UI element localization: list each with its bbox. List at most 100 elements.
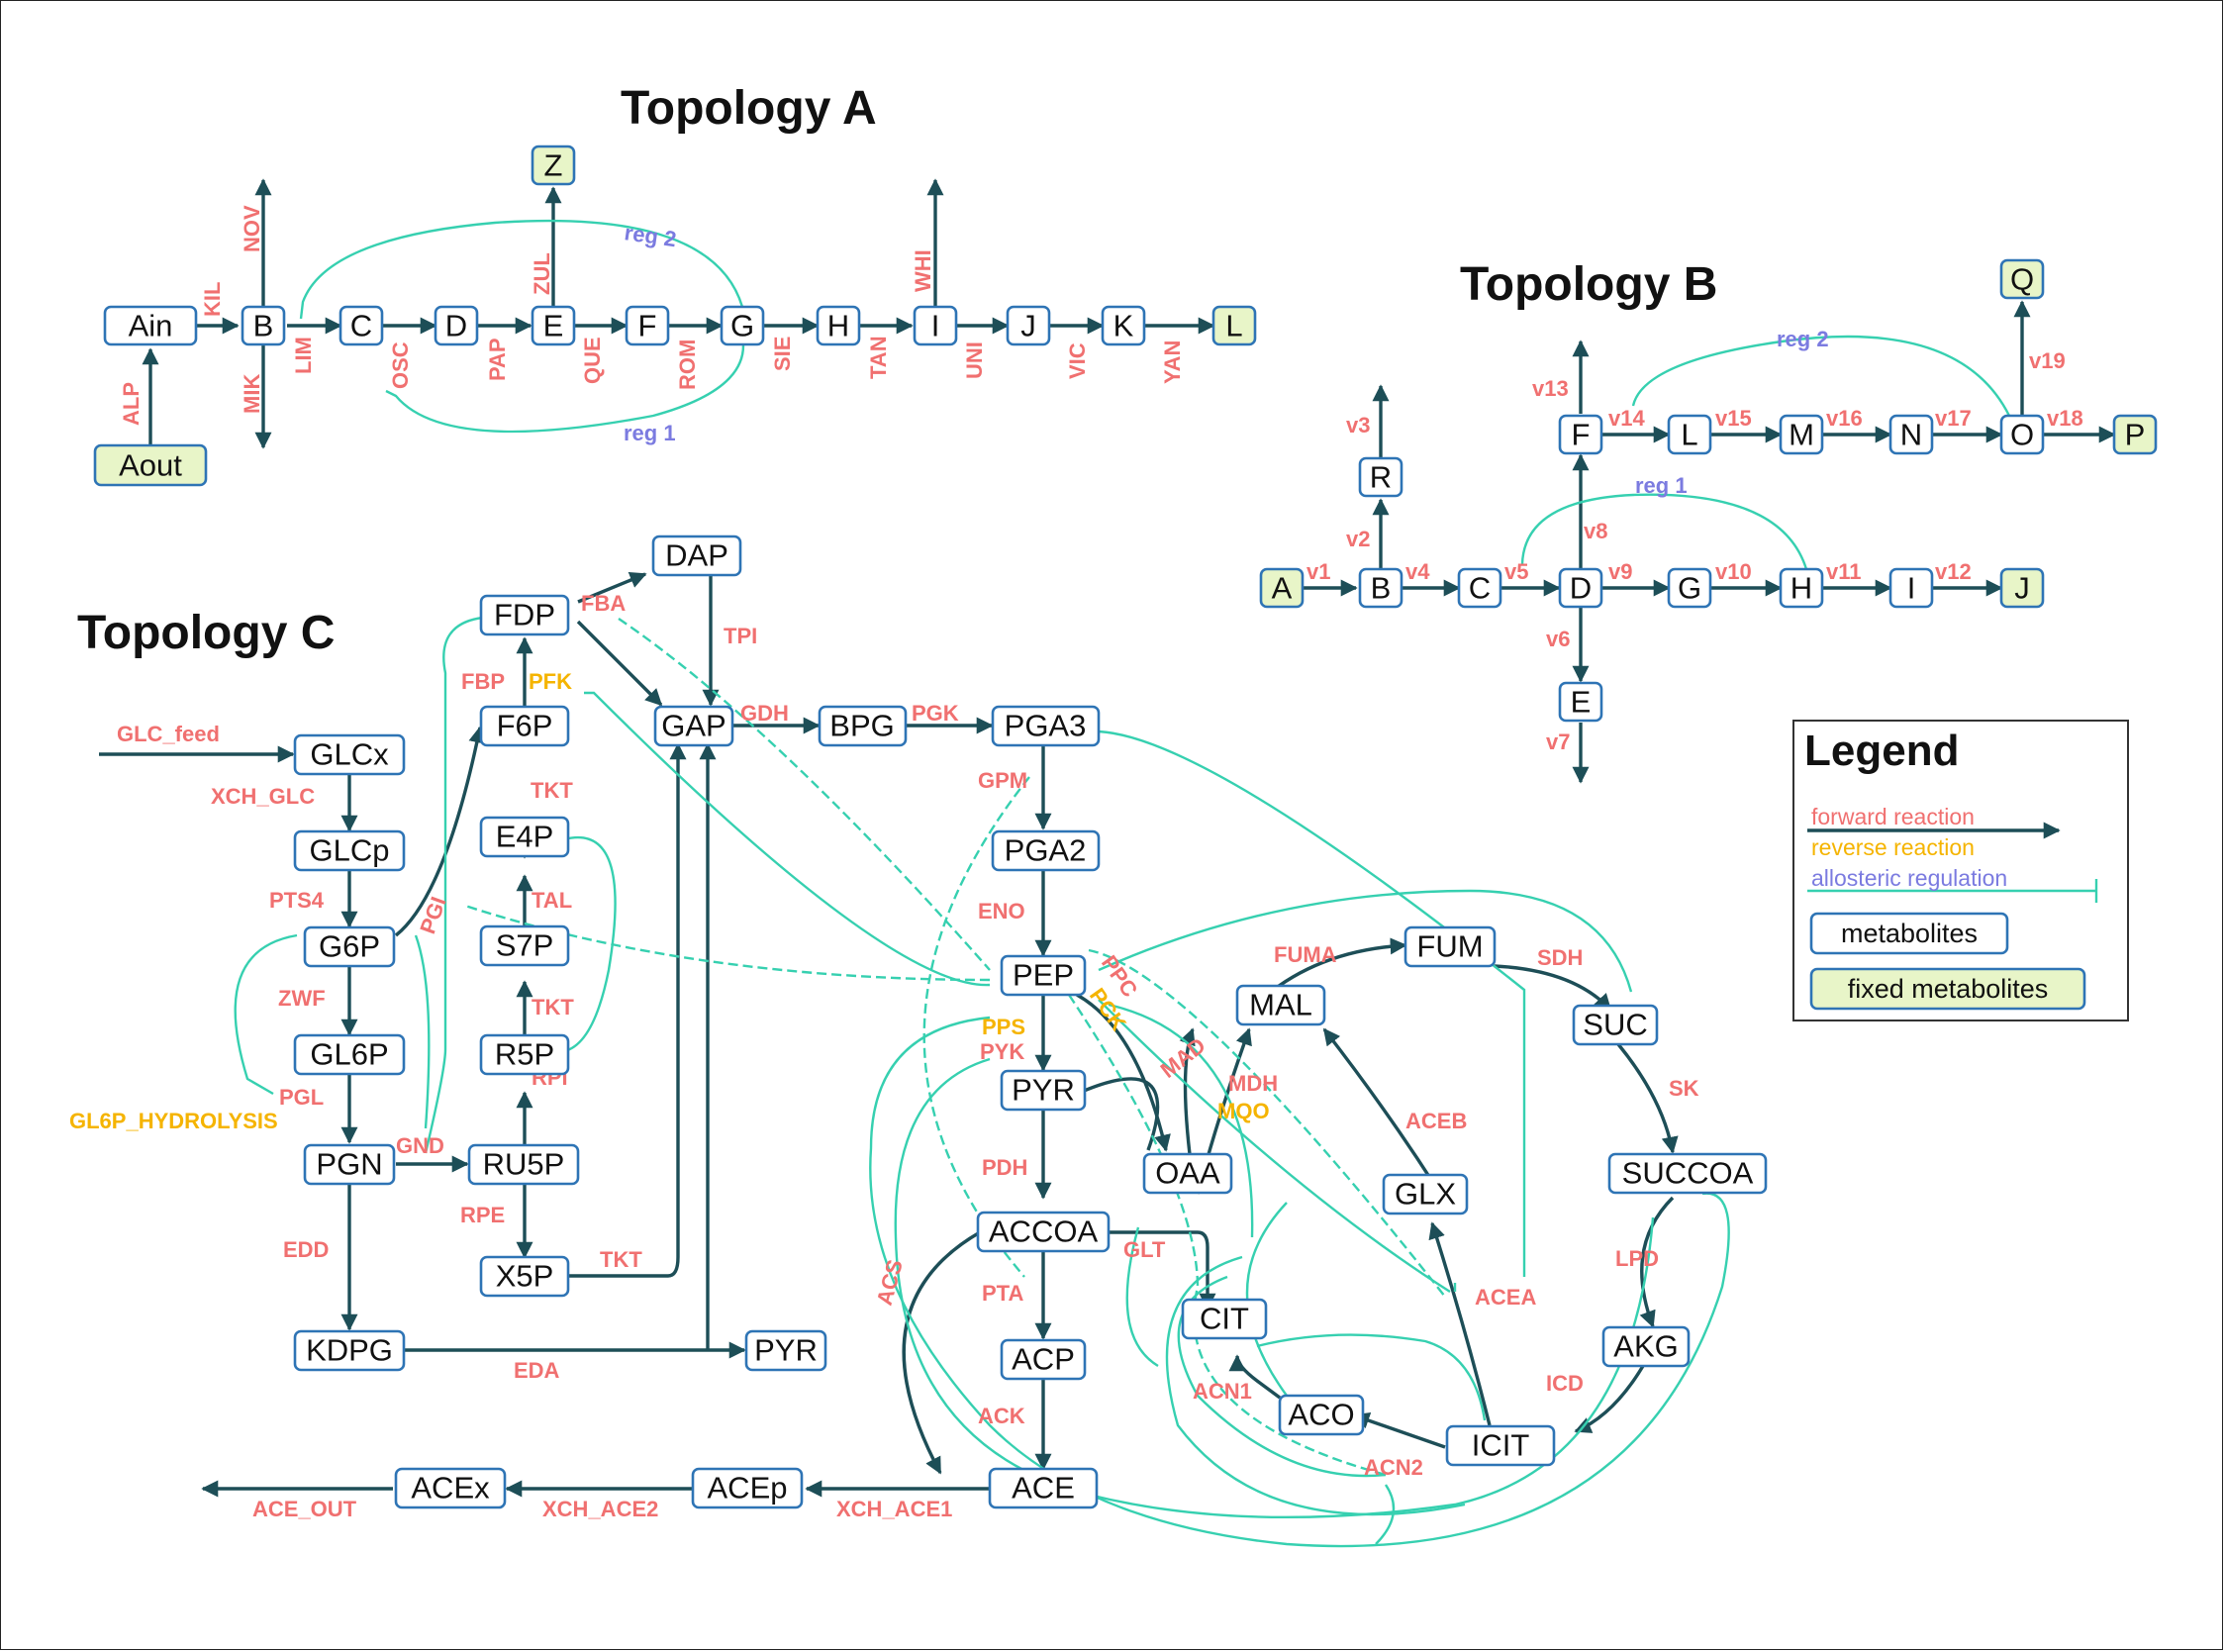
svg-text:PYK: PYK xyxy=(980,1039,1024,1064)
legend: Legend forward reaction reverse reaction… xyxy=(1792,720,2129,1021)
node-b-p[interactable]: P xyxy=(2112,414,2158,455)
svg-text:H: H xyxy=(827,309,849,343)
svg-text:MDH: MDH xyxy=(1228,1071,1278,1096)
svg-text:GLC_feed: GLC_feed xyxy=(117,722,220,746)
node-b-i[interactable]: I xyxy=(1888,567,1934,609)
svg-text:J: J xyxy=(1020,309,1036,343)
node-akg[interactable]: AKG xyxy=(1601,1325,1691,1368)
svg-text:v16: v16 xyxy=(1826,406,1863,431)
node-acp[interactable]: ACP xyxy=(1000,1338,1087,1381)
node-pyr[interactable]: PYR xyxy=(1000,1069,1087,1112)
node-ace[interactable]: ACE xyxy=(988,1467,1099,1509)
node-acep[interactable]: ACEp xyxy=(691,1467,804,1509)
svg-text:TKT: TKT xyxy=(600,1247,642,1272)
node-f6p[interactable]: F6P xyxy=(479,705,570,747)
topology-c-nodes[interactable]: DAP FDP F6P GAP BPG PGA3 GLCx GLCp G6P E… xyxy=(293,534,1768,1509)
node-k[interactable]: K xyxy=(1101,305,1146,346)
svg-text:ROM: ROM xyxy=(675,340,700,390)
node-fum[interactable]: FUM xyxy=(1403,925,1497,968)
node-pgn[interactable]: PGN xyxy=(303,1143,396,1186)
node-x5p[interactable]: X5P xyxy=(479,1255,570,1298)
topology-a-nodes[interactable]: Ain Aout B C D E F G H I J K L Z xyxy=(93,145,1257,487)
node-dap[interactable]: DAP xyxy=(651,534,742,577)
node-e[interactable]: E xyxy=(531,305,576,346)
node-kdpg[interactable]: KDPG xyxy=(293,1329,406,1372)
node-succoa[interactable]: SUCCOA xyxy=(1607,1152,1768,1195)
node-b-e[interactable]: E xyxy=(1558,681,1603,723)
node-cit[interactable]: CIT xyxy=(1181,1298,1268,1340)
svg-text:PGA2: PGA2 xyxy=(1005,833,1087,868)
node-b-q[interactable]: Q xyxy=(1999,258,2045,300)
node-b-m[interactable]: M xyxy=(1779,414,1824,455)
node-b-r[interactable]: R xyxy=(1358,456,1403,498)
svg-text:v9: v9 xyxy=(1608,559,1632,584)
svg-text:v6: v6 xyxy=(1546,627,1570,651)
svg-text:TPI: TPI xyxy=(724,624,757,648)
node-b-n[interactable]: N xyxy=(1888,414,1934,455)
node-b[interactable]: B xyxy=(241,305,286,346)
svg-text:S7P: S7P xyxy=(496,928,554,963)
node-l[interactable]: L xyxy=(1211,305,1257,346)
node-ain[interactable]: Ain xyxy=(103,305,198,346)
svg-text:fixed metabolites: fixed metabolites xyxy=(1848,974,2049,1004)
node-c[interactable]: C xyxy=(339,305,384,346)
topology-b-nodes[interactable]: A B C D E F G H I J L M N O P Q R xyxy=(1259,258,2158,723)
svg-text:GND: GND xyxy=(396,1133,444,1158)
node-e4p[interactable]: E4P xyxy=(479,816,570,858)
node-z[interactable]: Z xyxy=(531,145,576,186)
node-f[interactable]: F xyxy=(625,305,670,346)
svg-text:v2: v2 xyxy=(1346,527,1370,551)
node-s7p[interactable]: S7P xyxy=(479,924,570,967)
node-h[interactable]: H xyxy=(816,305,861,346)
svg-text:Z: Z xyxy=(544,148,563,183)
node-accoa[interactable]: ACCOA xyxy=(976,1211,1111,1253)
svg-text:v11: v11 xyxy=(1826,559,1862,584)
node-b-g[interactable]: G xyxy=(1667,567,1712,609)
topology-b-edges xyxy=(1303,300,2116,784)
node-fdp[interactable]: FDP xyxy=(479,594,570,636)
node-pyr-ed[interactable]: PYR xyxy=(744,1329,827,1372)
node-b-c[interactable]: C xyxy=(1457,567,1502,609)
node-glx[interactable]: GLX xyxy=(1382,1173,1469,1215)
node-j[interactable]: J xyxy=(1006,305,1051,346)
node-b-f[interactable]: F xyxy=(1558,414,1603,455)
node-ru5p[interactable]: RU5P xyxy=(467,1143,580,1186)
node-glcx[interactable]: GLCx xyxy=(293,733,406,776)
svg-text:ACEA: ACEA xyxy=(1475,1285,1536,1310)
svg-text:F6P: F6P xyxy=(497,709,553,743)
node-b-a[interactable]: A xyxy=(1259,567,1305,609)
node-i[interactable]: I xyxy=(913,305,958,346)
svg-text:O: O xyxy=(2010,418,2034,452)
svg-text:L: L xyxy=(1681,418,1697,452)
node-aco[interactable]: ACO xyxy=(1278,1394,1365,1436)
node-icit[interactable]: ICIT xyxy=(1445,1424,1556,1467)
node-b-j[interactable]: J xyxy=(1999,567,2045,609)
node-b-h[interactable]: H xyxy=(1779,567,1824,609)
node-gl6p[interactable]: GL6P xyxy=(293,1033,406,1076)
node-glcp[interactable]: GLCp xyxy=(293,829,406,872)
node-b-b[interactable]: B xyxy=(1358,567,1403,609)
node-b-l[interactable]: L xyxy=(1667,414,1712,455)
node-g[interactable]: G xyxy=(720,305,765,346)
node-b-d[interactable]: D xyxy=(1558,567,1603,609)
node-acex[interactable]: ACEx xyxy=(394,1467,507,1509)
node-oaa[interactable]: OAA xyxy=(1142,1152,1233,1195)
node-pga3[interactable]: PGA3 xyxy=(991,705,1101,747)
svg-text:TKT: TKT xyxy=(531,778,573,803)
node-d[interactable]: D xyxy=(434,305,479,346)
node-pga2[interactable]: PGA2 xyxy=(991,829,1101,872)
node-pep[interactable]: PEP xyxy=(1000,954,1087,997)
node-bpg[interactable]: BPG xyxy=(818,705,908,747)
svg-text:FUM: FUM xyxy=(1416,929,1483,964)
node-gap[interactable]: GAP xyxy=(653,705,734,747)
node-aout[interactable]: Aout xyxy=(93,443,208,487)
svg-text:v14: v14 xyxy=(1608,406,1645,431)
node-b-o[interactable]: O xyxy=(1999,414,2045,455)
node-mal[interactable]: MAL xyxy=(1235,984,1326,1026)
svg-text:ACE_OUT: ACE_OUT xyxy=(252,1497,357,1521)
node-r5p[interactable]: R5P xyxy=(479,1033,570,1076)
node-g6p[interactable]: G6P xyxy=(303,925,396,968)
node-suc[interactable]: SUC xyxy=(1572,1004,1659,1046)
